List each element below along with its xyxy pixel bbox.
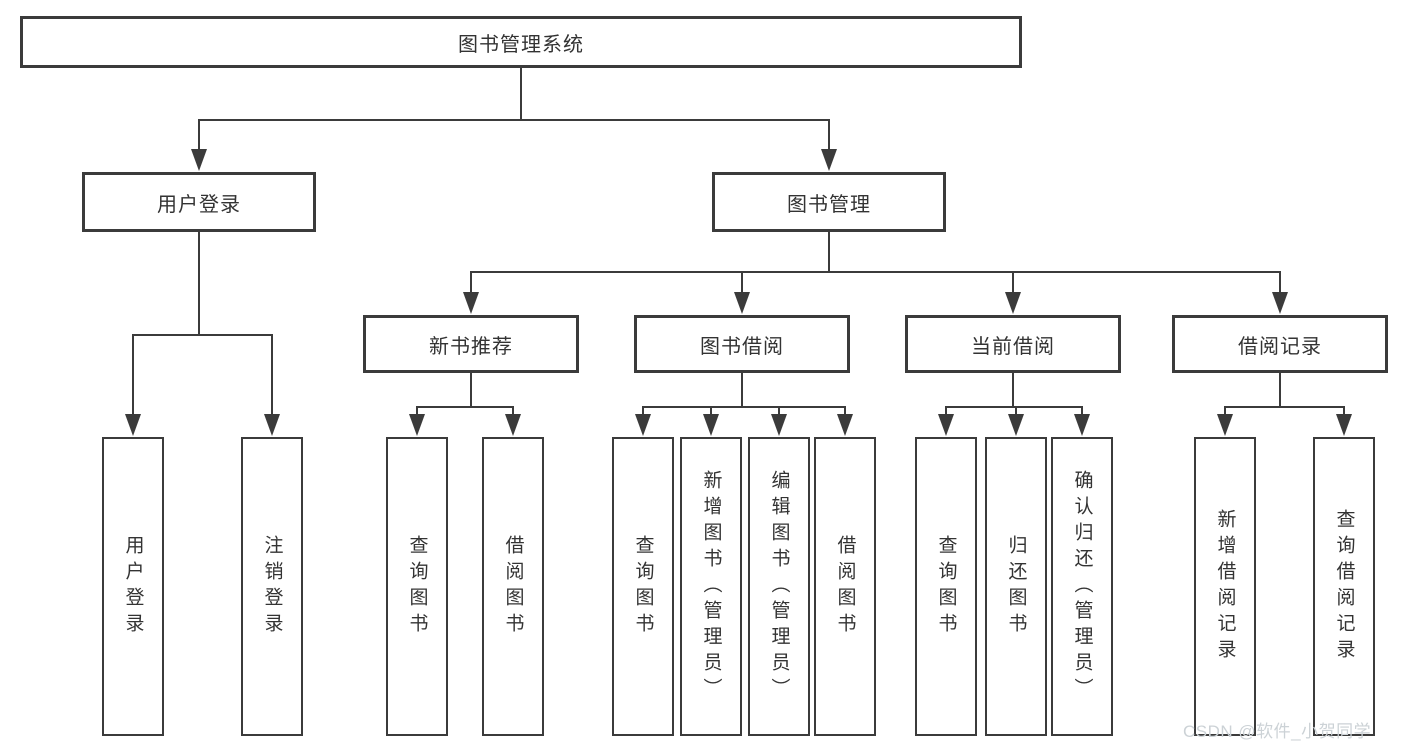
leaf-logout: 注销登录 <box>241 437 303 736</box>
connector-arrowhead <box>1217 414 1233 436</box>
connector-line <box>470 373 472 407</box>
leaf-label: 新增借阅记录 <box>1214 508 1236 665</box>
connector-line <box>132 334 273 336</box>
node-label: 用户登录 <box>157 193 241 216</box>
node-library-management-system: 图书管理系统 <box>20 16 1022 68</box>
leaf-label: 借阅图书 <box>834 534 856 639</box>
connector-line <box>1012 271 1014 294</box>
connector-line <box>741 373 743 407</box>
connector-arrowhead <box>938 414 954 436</box>
watermark: CSDN @软件_小贺同学 <box>1183 722 1372 741</box>
leaf-label: 查询图书 <box>632 534 654 639</box>
connector-line <box>1015 406 1017 416</box>
node-new-book-recommendation: 新书推荐 <box>363 315 579 373</box>
connector-arrowhead <box>1074 414 1090 436</box>
leaf-label: 查询借阅记录 <box>1333 508 1355 665</box>
connector-line <box>778 406 780 416</box>
connector-arrowhead <box>1005 292 1021 314</box>
leaf-query-books-current: 查询图书 <box>915 437 977 736</box>
connector-line <box>945 406 1083 408</box>
node-label: 图书管理系统 <box>458 33 584 56</box>
connector-line <box>1279 271 1281 294</box>
node-label: 当前借阅 <box>971 335 1055 358</box>
connector-arrowhead <box>821 149 837 171</box>
connector-line <box>1224 406 1345 408</box>
connector-line <box>132 334 134 416</box>
connector-line <box>642 406 846 408</box>
leaf-label: 查询图书 <box>935 534 957 639</box>
connector-line <box>512 406 514 416</box>
connector-arrowhead <box>837 414 853 436</box>
connector-arrowhead <box>1272 292 1288 314</box>
connector-arrowhead <box>264 414 280 436</box>
node-user-login: 用户登录 <box>82 172 316 232</box>
connector-line <box>1279 373 1281 407</box>
connector-line <box>945 406 947 416</box>
leaf-confirm-return-admin: 确认归还（管理员） <box>1051 437 1113 736</box>
connector-line <box>198 232 200 335</box>
leaf-query-books-borrow: 查询图书 <box>612 437 674 736</box>
leaf-edit-books-admin: 编辑图书（管理员） <box>748 437 810 736</box>
leaf-label: 编辑图书（管理员） <box>768 469 790 704</box>
connector-line <box>828 119 830 150</box>
connector-line <box>416 406 418 416</box>
connector-arrowhead <box>463 292 479 314</box>
connector-line <box>1081 406 1083 416</box>
connector-arrowhead <box>734 292 750 314</box>
leaf-borrow-books: 借阅图书 <box>814 437 876 736</box>
leaf-add-books-admin: 新增图书（管理员） <box>680 437 742 736</box>
node-label: 借阅记录 <box>1238 335 1322 358</box>
connector-line <box>1012 373 1014 407</box>
connector-line <box>470 271 472 294</box>
connector-arrowhead <box>409 414 425 436</box>
connector-arrowhead <box>1008 414 1024 436</box>
connector-line <box>642 406 644 416</box>
leaf-label: 注销登录 <box>261 534 283 639</box>
connector-arrowhead <box>771 414 787 436</box>
connector-line <box>741 271 743 294</box>
connector-line <box>1224 406 1226 416</box>
connector-line <box>828 232 830 272</box>
connector-line <box>470 271 1281 273</box>
connector-arrowhead <box>505 414 521 436</box>
leaf-label: 归还图书 <box>1005 534 1027 639</box>
leaf-user-login: 用户登录 <box>102 437 164 736</box>
connector-line <box>271 334 273 416</box>
connector-arrowhead <box>1336 414 1352 436</box>
leaf-label: 借阅图书 <box>502 534 524 639</box>
connector-line <box>416 406 514 408</box>
connector-arrowhead <box>125 414 141 436</box>
connector-arrowhead <box>191 149 207 171</box>
leaf-label: 新增图书（管理员） <box>700 469 722 704</box>
connector-line <box>1343 406 1345 416</box>
leaf-label: 查询图书 <box>406 534 428 639</box>
connector-line <box>710 406 712 416</box>
node-book-management: 图书管理 <box>712 172 946 232</box>
connector-line <box>520 68 522 120</box>
leaf-label: 确认归还（管理员） <box>1071 469 1093 704</box>
node-borrowing-records: 借阅记录 <box>1172 315 1388 373</box>
leaf-add-borrow-record: 新增借阅记录 <box>1194 437 1256 736</box>
node-book-borrowing: 图书借阅 <box>634 315 850 373</box>
connector-arrowhead <box>703 414 719 436</box>
node-current-borrowing: 当前借阅 <box>905 315 1121 373</box>
leaf-query-books-recommend: 查询图书 <box>386 437 448 736</box>
connector-line <box>198 119 200 150</box>
node-label: 新书推荐 <box>429 335 513 358</box>
leaf-return-books: 归还图书 <box>985 437 1047 736</box>
leaf-label: 用户登录 <box>122 534 144 639</box>
node-label: 图书借阅 <box>700 335 784 358</box>
connector-arrowhead <box>635 414 651 436</box>
leaf-borrow-books-recommend: 借阅图书 <box>482 437 544 736</box>
node-label: 图书管理 <box>787 193 871 216</box>
connector-line <box>198 119 830 121</box>
connector-line <box>844 406 846 416</box>
leaf-query-borrow-record: 查询借阅记录 <box>1313 437 1375 736</box>
